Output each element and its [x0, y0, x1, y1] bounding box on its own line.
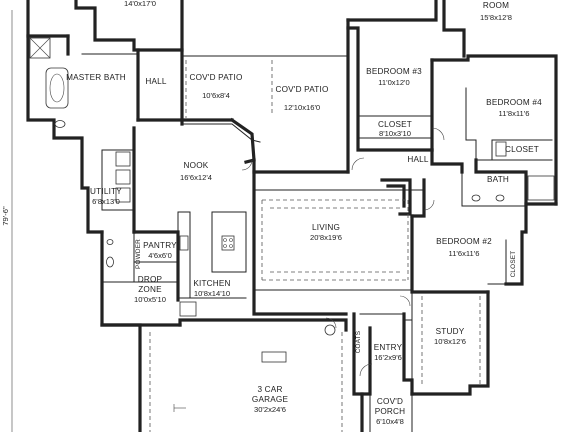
covd-patio-1-size: 10'6x8'4: [202, 91, 230, 100]
bedroom-4-size: 11'8x11'6: [499, 109, 530, 118]
living-size: 20'8x19'6: [310, 233, 342, 242]
study-size: 10'8x12'6: [434, 337, 466, 346]
exterior-walls: [26, 0, 558, 432]
bedroom-3-label: BEDROOM #3: [366, 67, 422, 76]
garage-size: 30'2x24'6: [254, 405, 286, 414]
bedroom-2-size: 11'6x11'6: [449, 249, 480, 258]
room-label: ROOM: [483, 1, 509, 10]
porch-label-line2: PORCH: [375, 407, 406, 416]
closet-4-label: CLOSET: [505, 145, 539, 154]
covd-patio-1-label: COV'D PATIO: [189, 73, 242, 82]
bathtub-icon: [495, 141, 507, 157]
room-size: 15'8x12'8: [480, 13, 512, 22]
closet-2-label: CLOSET: [510, 251, 517, 278]
master-bedroom-size: 14'0x17'0: [124, 0, 156, 8]
toilet-icon: [54, 120, 66, 128]
bathtub-icon: [45, 67, 69, 109]
covd-patio-2-label: COV'D PATIO: [275, 85, 328, 94]
nook-size: 16'6x12'4: [180, 173, 212, 182]
hall-west-label: HALL: [145, 77, 167, 86]
room-labels: 14'0x17'0 MASTER BATH HALL COV'D PATIO 1…: [66, 0, 542, 426]
sink-icon: [179, 235, 189, 251]
study-label: STUDY: [436, 327, 465, 336]
powder-label: POWDER: [135, 239, 142, 269]
closet-3-size: 8'10x3'10: [379, 129, 411, 138]
master-bath-label: MASTER BATH: [66, 73, 126, 82]
drop-zone-size: 10'0x5'10: [134, 295, 166, 304]
garage-label-line1: 3 CAR: [257, 385, 282, 394]
sink-icon: [106, 239, 114, 245]
kitchen-label: KITCHEN: [193, 279, 230, 288]
coats-label: COATS: [355, 331, 362, 354]
bathtub-icon: [527, 175, 555, 201]
overall-dimension-label: 79'-6": [1, 206, 10, 226]
utility-size: 6'8x13'0: [92, 197, 120, 206]
hall-east-label: HALL: [407, 155, 429, 164]
fixtures: [29, 37, 555, 412]
range-icon: [221, 235, 235, 251]
entry-label: ENTRY: [374, 343, 403, 352]
sink-icon: [471, 194, 481, 202]
drop-zone-label-word1: DROP: [138, 275, 163, 284]
bedroom-2-label: BEDROOM #2: [436, 237, 492, 246]
covd-patio-2-size: 12'10x16'0: [284, 103, 320, 112]
bath-label: BATH: [487, 175, 509, 184]
kitchen-size: 10'8x14'10: [194, 289, 230, 298]
overall-dimension: 79'-6": [1, 10, 13, 432]
utility-label: UTILITY: [90, 187, 122, 196]
pantry-size: 4'6x6'0: [148, 251, 172, 260]
porch-size: 6'10x4'8: [376, 417, 404, 426]
porch-label-line1: COV'D: [377, 397, 403, 406]
pantry-label: PANTRY: [143, 241, 177, 250]
bedroom-4-label: BEDROOM #4: [486, 98, 542, 107]
toilet-icon: [106, 256, 114, 268]
sink-icon: [495, 194, 505, 202]
drop-zone-label-word2: ZONE: [138, 285, 162, 294]
ceiling-lines: [149, 60, 481, 432]
living-label: LIVING: [312, 223, 340, 232]
bedroom-3-size: 11'0x12'0: [378, 78, 409, 87]
entry-size: 16'2x9'6: [374, 353, 402, 362]
closet-3-label: CLOSET: [378, 120, 412, 129]
nook-label: NOOK: [184, 161, 209, 170]
garage-label-line2: GARAGE: [252, 395, 289, 404]
